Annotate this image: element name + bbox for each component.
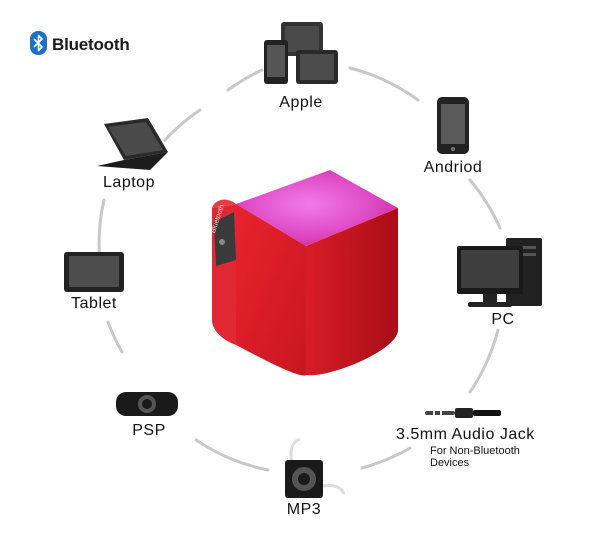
audio-jack-note-line-1: For Non-Bluetooth — [430, 445, 520, 457]
device-label-android: Andriod — [423, 159, 483, 176]
device-label-mp3: MP3 — [286, 501, 322, 518]
device-label-laptop: Laptop — [103, 174, 155, 191]
apple-devices-icon — [264, 22, 338, 84]
psp-icon — [116, 392, 178, 416]
smartphone-icon — [437, 97, 469, 154]
cube-speaker-icon — [212, 170, 398, 376]
desktop-pc-icon — [457, 238, 542, 307]
brand-name: Bluetooth — [52, 35, 130, 54]
connection-ring — [97, 66, 502, 472]
device-label-tablet: Tablet — [71, 295, 117, 312]
laptop-icon — [97, 118, 168, 170]
audio-jack-note-line-2: Devices — [430, 457, 470, 469]
audio-jack-icon — [425, 408, 501, 418]
mp3-player-icon — [285, 438, 346, 498]
tablet-icon — [64, 252, 124, 292]
device-label-audio-jack: 3.5mm Audio Jack — [396, 426, 535, 443]
device-label-psp: PSP — [132, 422, 166, 439]
device-label-apple: Apple — [279, 94, 323, 111]
device-label-pc: PC — [491, 311, 515, 328]
bluetooth-logo-icon — [30, 31, 47, 55]
